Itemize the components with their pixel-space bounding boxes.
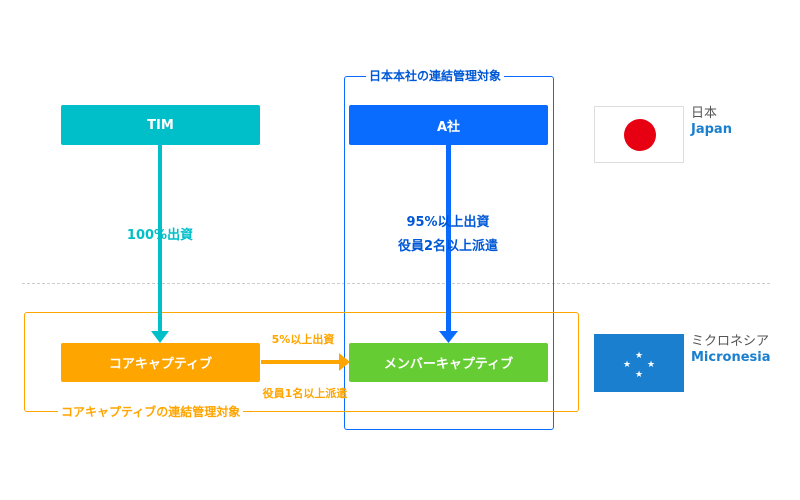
arrow-a-to-member-line: [446, 145, 451, 332]
arrow-core-to-member: [261, 353, 350, 371]
japan-name-ja: 日本: [691, 106, 718, 121]
star-bottom: ★: [635, 370, 643, 380]
star-top: ★: [635, 351, 643, 361]
edge-label-core-to-member-bottom: 役員1名以上派遣: [262, 387, 348, 400]
micronesia-name-ja: ミクロネシア: [691, 334, 770, 349]
japan-name-en: Japan: [691, 122, 732, 137]
japan-flag-icon: [594, 106, 684, 163]
arrow-tim-to-core-head: [151, 331, 169, 343]
node-a-company: A社: [349, 105, 548, 145]
star-right: ★: [647, 360, 655, 370]
node-member-captive: メンバーキャプティブ: [349, 343, 548, 382]
edge-label-core-to-member-top: 5%以上出資: [271, 333, 335, 346]
arrow-a-to-member: [439, 145, 458, 343]
core-captive-group-label: コアキャプティブの連結管理対象: [58, 405, 244, 419]
micronesia-flag-stars: ★ ★ ★ ★: [623, 351, 655, 380]
japan-flag-sun: [624, 119, 656, 151]
edge-label-a-to-member-1: 95%以上出資: [406, 215, 490, 230]
edge-label-tim-to-core: 100%出資: [126, 228, 194, 243]
arrow-tim-to-core-line: [158, 145, 162, 332]
region-divider: [22, 283, 770, 284]
edge-label-a-to-member-2: 役員2名以上派遣: [397, 239, 499, 254]
micronesia-flag-icon: ★ ★ ★ ★: [594, 334, 684, 392]
node-core-captive: コアキャプティブ: [61, 343, 260, 382]
node-tim: TIM: [61, 105, 260, 145]
star-left: ★: [623, 360, 631, 370]
arrow-core-to-member-line: [261, 360, 340, 364]
core-captive-group-frame: [24, 312, 579, 412]
micronesia-name-en: Micronesia: [691, 350, 771, 365]
arrow-a-to-member-head: [439, 331, 458, 343]
japan-hq-group-label: 日本本社の連結管理対象: [366, 69, 505, 83]
arrow-tim-to-core: [151, 145, 169, 343]
arrow-core-to-member-head: [339, 353, 350, 371]
